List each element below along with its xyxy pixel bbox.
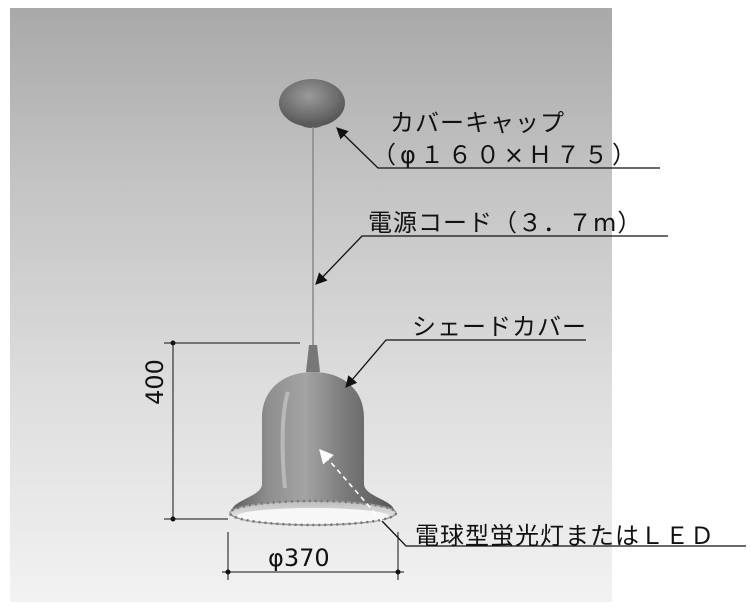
cover-cap bbox=[279, 79, 345, 128]
shade-body bbox=[232, 372, 394, 510]
leader-shade-cover bbox=[345, 339, 586, 388]
shade-stem bbox=[306, 345, 320, 372]
label-shade-cover: シェードカバー bbox=[412, 313, 587, 341]
leader-power-cord bbox=[315, 235, 668, 285]
height-dimension bbox=[164, 340, 300, 522]
dimension-diameter-label: φ370 bbox=[268, 544, 330, 572]
label-power-cord: 電源コード（３．７m） bbox=[368, 209, 643, 237]
label-lamp: 電球型蛍光灯またはＬＥＤ bbox=[415, 522, 715, 550]
leader-lamp-line bbox=[381, 520, 746, 547]
shade-rim bbox=[228, 499, 398, 527]
dimension-height-label: 400 bbox=[141, 359, 169, 405]
leader-cover-cap bbox=[336, 127, 660, 169]
width-dimension bbox=[222, 532, 404, 580]
label-cover-cap-size: （φ１６０×Ｈ７５） bbox=[372, 141, 640, 169]
leader-lamp-arrow bbox=[319, 448, 383, 522]
label-cover-cap: カバーキャップ bbox=[390, 109, 565, 137]
